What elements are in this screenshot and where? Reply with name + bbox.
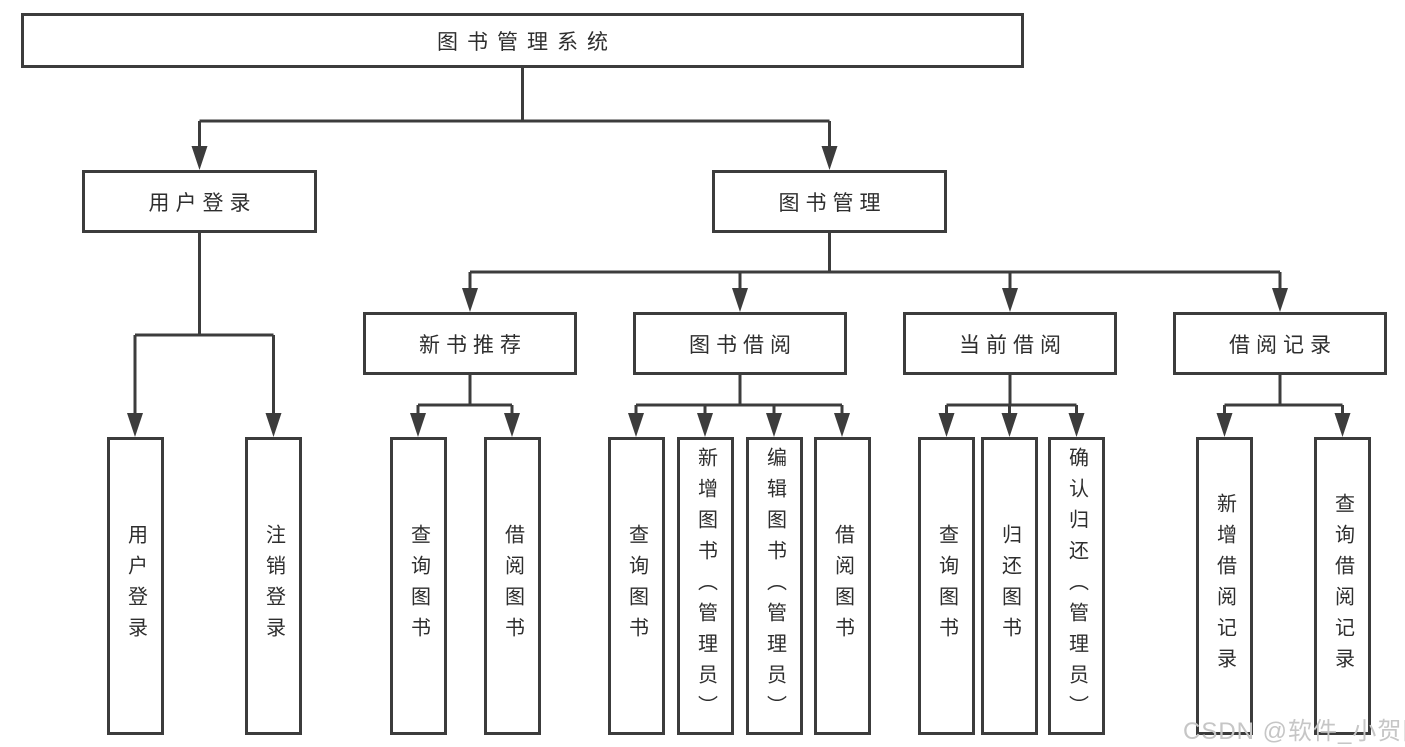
node-borrow-records: 借阅记录	[1173, 312, 1387, 375]
leaf-add-books-admin-label: 新增图书（管理员）	[694, 446, 717, 726]
leaf-query-books-2-label: 查询图书	[625, 524, 648, 648]
connector-book-borrow	[628, 375, 850, 437]
csdn-watermark: CSDN @软件_小贺同学	[1183, 718, 1405, 745]
node-new-book-recommend-label: 新书推荐	[419, 333, 527, 357]
leaf-confirm-return-admin-label: 确认归还（管理员）	[1065, 446, 1088, 726]
connector-current-borrow	[938, 375, 1085, 437]
leaf-query-books-3-label: 查询图书	[935, 524, 958, 648]
node-borrow-records-label: 借阅记录	[1229, 333, 1337, 357]
leaf-add-borrow-record: 新增借阅记录	[1196, 437, 1253, 735]
node-current-borrow-label: 当前借阅	[959, 333, 1067, 357]
node-book-borrow-label: 图书借阅	[689, 333, 797, 357]
leaf-logout-label: 注销登录	[262, 524, 285, 648]
node-system-root-label: 图书管理系统	[437, 30, 617, 54]
leaf-edit-books-admin-label: 编辑图书（管理员）	[763, 446, 786, 726]
connector-user-login	[127, 233, 282, 437]
leaf-borrow-books-2: 借阅图书	[814, 437, 871, 735]
connector-new-book	[410, 375, 520, 437]
leaf-confirm-return-admin: 确认归还（管理员）	[1048, 437, 1105, 735]
leaf-query-books-1-label: 查询图书	[407, 524, 430, 648]
leaf-logout: 注销登录	[245, 437, 302, 735]
leaf-borrow-books-1: 借阅图书	[484, 437, 541, 735]
leaf-borrow-books-2-label: 借阅图书	[831, 524, 854, 648]
leaf-edit-books-admin: 编辑图书（管理员）	[746, 437, 803, 735]
leaf-add-books-admin: 新增图书（管理员）	[677, 437, 734, 735]
node-current-borrow: 当前借阅	[903, 312, 1117, 375]
leaf-return-books-label: 归还图书	[998, 524, 1021, 648]
leaf-query-books-2: 查询图书	[608, 437, 665, 735]
leaf-borrow-books-1-label: 借阅图书	[501, 524, 524, 648]
leaf-query-books-1: 查询图书	[390, 437, 447, 735]
node-book-management: 图书管理	[712, 170, 947, 233]
node-system-root: 图书管理系统	[21, 13, 1024, 68]
leaf-user-login-label: 用户登录	[124, 524, 147, 648]
leaf-add-borrow-record-label: 新增借阅记录	[1213, 493, 1236, 679]
node-user-login: 用户登录	[82, 170, 317, 233]
connector-borrow-records	[1216, 375, 1351, 437]
connector-book-mgmt	[462, 233, 1288, 312]
leaf-query-borrow-record-label: 查询借阅记录	[1331, 493, 1354, 679]
node-book-borrow: 图书借阅	[633, 312, 847, 375]
node-new-book-recommend: 新书推荐	[363, 312, 577, 375]
leaf-user-login: 用户登录	[107, 437, 164, 735]
node-user-login-label: 用户登录	[148, 191, 257, 215]
leaf-query-borrow-record: 查询借阅记录	[1314, 437, 1371, 735]
node-book-management-label: 图书管理	[778, 191, 887, 215]
connector-root-to-level2	[191, 68, 838, 170]
leaf-return-books: 归还图书	[981, 437, 1038, 735]
leaf-query-books-3: 查询图书	[918, 437, 975, 735]
